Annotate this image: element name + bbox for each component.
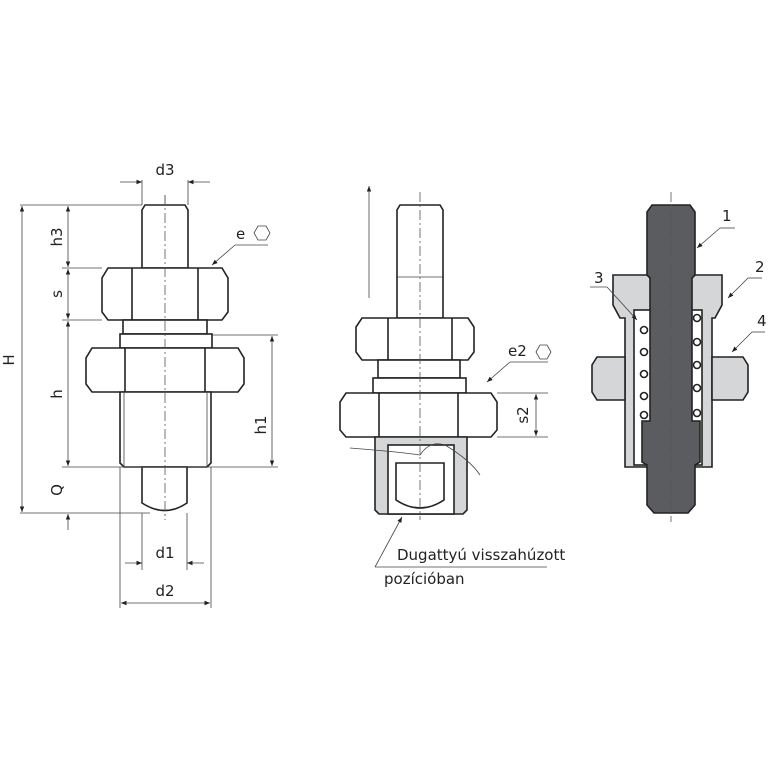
dim-h: h xyxy=(48,389,66,399)
hex-icon xyxy=(535,344,552,360)
dim-d1: d1 xyxy=(155,544,174,562)
dim-e2: e2 xyxy=(508,342,527,360)
retracted-view: e2 s2 Dugattyú visszahúzott pozícióban xyxy=(339,186,565,588)
plunger-tip xyxy=(141,466,188,512)
part-label-3: 3 xyxy=(594,269,604,287)
dim-h3: h3 xyxy=(48,227,66,246)
part-label-2: 2 xyxy=(755,258,765,276)
part-label-4: 4 xyxy=(757,312,767,330)
top-nut xyxy=(355,317,475,361)
caption-line1: Dugattyú visszahúzott xyxy=(397,546,565,564)
caption-line2: pozícióban xyxy=(384,570,465,588)
nut-left xyxy=(591,356,626,401)
dim-s2: s2 xyxy=(514,406,532,423)
dim-d2: d2 xyxy=(155,582,174,600)
section-view: 1 2 3 4 xyxy=(590,192,767,522)
dim-s: s xyxy=(48,290,66,298)
nut-right xyxy=(711,356,749,401)
body xyxy=(119,391,212,468)
hex-icon xyxy=(253,225,271,241)
collar xyxy=(119,333,213,349)
dimensioned-view: d3 H h3 s h Q h1 d1 d2 e xyxy=(0,161,278,608)
part-label-1: 1 xyxy=(722,207,732,225)
dim-e: e xyxy=(236,225,245,243)
dim-h1: h1 xyxy=(252,415,270,434)
dim-d3: d3 xyxy=(155,161,174,179)
spring xyxy=(639,313,702,420)
bottom-nut xyxy=(339,392,498,438)
dim-Q: Q xyxy=(48,484,66,496)
dim-H: H xyxy=(0,354,18,365)
